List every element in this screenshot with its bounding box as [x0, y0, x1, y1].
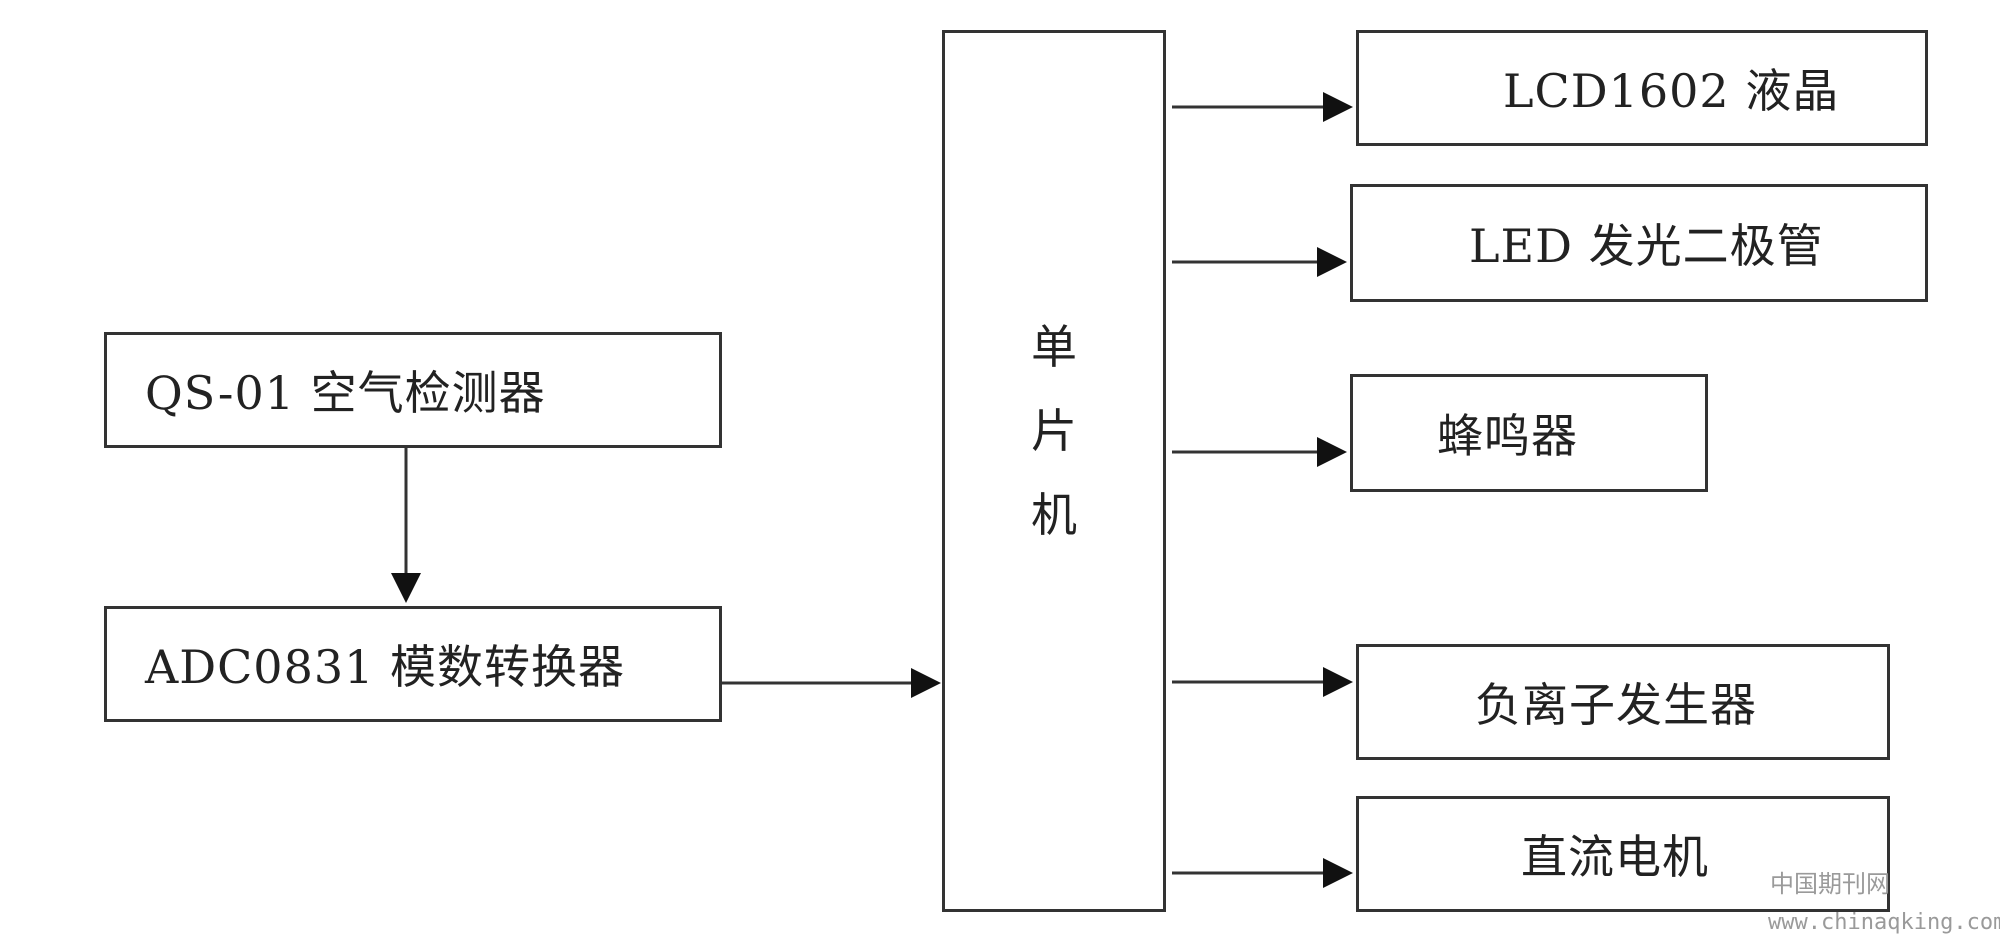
- air-sensor-box: QS-01 空气检测器: [104, 332, 722, 448]
- microcontroller-box: 单 片 机: [942, 30, 1166, 912]
- adc-converter-box: ADC0831 模数转换器: [104, 606, 722, 722]
- lcd-display-box: LCD1602 液晶: [1356, 30, 1928, 146]
- dc-motor-label: 直流电机: [1521, 830, 1709, 884]
- watermark-url: www.chinaqking.com: [1768, 910, 2000, 935]
- buzzer-label: 蜂鸣器: [1437, 409, 1578, 463]
- lcd-display-label: LCD1602 液晶: [1503, 64, 1840, 118]
- negative-ion-generator-label: 负离子发生器: [1475, 678, 1757, 732]
- microcontroller-label: 单 片 机: [1031, 305, 1077, 557]
- adc-converter-label: ADC0831 模数转换器: [145, 640, 625, 694]
- negative-ion-generator-box: 负离子发生器: [1356, 644, 1890, 760]
- buzzer-box: 蜂鸣器: [1350, 374, 1708, 492]
- led-label: LED 发光二极管: [1469, 219, 1824, 273]
- watermark-site-name: 中国期刊网: [1770, 870, 1890, 898]
- microcontroller-label-char-3: 机: [1031, 488, 1077, 542]
- led-box: LED 发光二极管: [1350, 184, 1928, 302]
- dc-motor-box: 直流电机: [1356, 796, 1890, 912]
- air-sensor-label: QS-01 空气检测器: [145, 366, 546, 420]
- microcontroller-label-char-1: 单: [1031, 320, 1077, 374]
- microcontroller-label-char-2: 片: [1031, 404, 1077, 458]
